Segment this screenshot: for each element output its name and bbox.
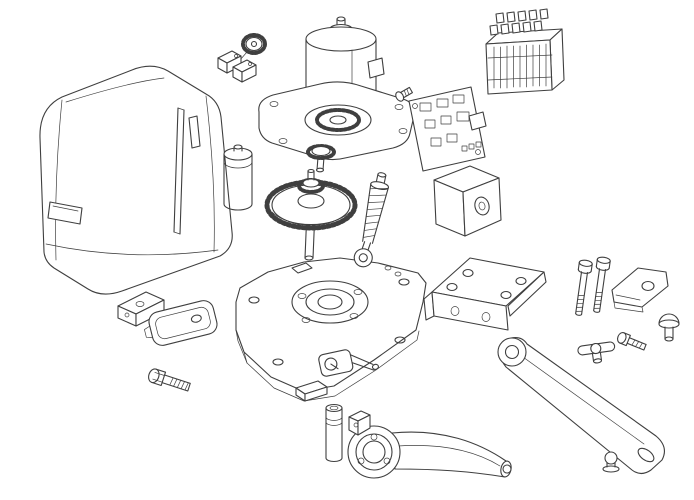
curved-arm <box>347 425 512 479</box>
worm-shaft <box>353 172 389 268</box>
motor-mounting-flange <box>258 81 415 161</box>
stop-plate <box>295 380 328 402</box>
mounting-bracket <box>423 257 547 331</box>
circuit-board <box>408 86 487 172</box>
wing-clamp <box>577 341 616 364</box>
hex-bolt <box>148 368 191 392</box>
release-lever-lock <box>318 349 379 377</box>
transformer <box>485 8 565 95</box>
angle-bracket <box>611 267 669 313</box>
capacitor <box>223 144 253 211</box>
electric-motor <box>305 16 385 110</box>
electronics-cover-box <box>433 165 502 237</box>
cover-housing <box>39 65 233 295</box>
gearbox-base-plate <box>235 257 427 402</box>
clevis-pin <box>325 403 343 463</box>
release-door <box>144 300 218 346</box>
drive-gear <box>264 168 358 261</box>
fixing-bolt-1 <box>575 259 593 316</box>
motor-pinion-fan <box>306 144 336 173</box>
arm-clamp-block <box>348 410 371 436</box>
small-bolt <box>617 332 647 351</box>
cap-plug <box>658 313 680 342</box>
limit-switch-gear-assembly <box>217 33 267 83</box>
flange-screw <box>395 86 413 102</box>
fixing-bolt-2 <box>593 256 611 313</box>
ball-stud <box>602 451 620 473</box>
straight-arm <box>497 337 665 475</box>
